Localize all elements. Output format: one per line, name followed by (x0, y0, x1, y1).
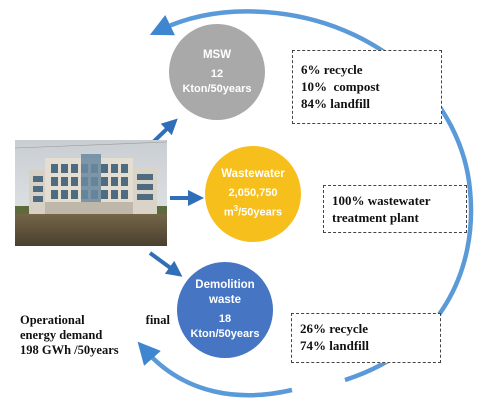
wastewater-treatment-2: treatment plant (332, 210, 419, 225)
msw-landfill: 84% landfill (301, 96, 370, 111)
msw-recycle: 6% recycle (301, 62, 363, 77)
energy-line-1: Operational final (20, 313, 170, 327)
msw-compost: 10% compost (301, 79, 380, 94)
arrow-to-demolition (148, 251, 183, 277)
msw-unit: Kton/50years (182, 82, 252, 95)
wastewater-amount: 2,050,750 (228, 187, 278, 200)
demolition-landfill: 74% landfill (300, 338, 369, 353)
demolition-amount: 18 (218, 313, 232, 325)
wastewater-node: Wastewater 2,050,750 m3/50years (205, 146, 301, 242)
demolition-recycle: 26% recycle (300, 321, 368, 336)
demolition-node: Demolition waste 18 Kton/50years (177, 262, 273, 358)
energy-demand-label: Operational final energy demand 198 GWh … (20, 313, 170, 358)
msw-breakdown-box: 6% recycle 10% compost 84% landfill (292, 50, 442, 124)
msw-node: MSW 12 Kton/50years (169, 24, 265, 120)
cycle-arrow-bottom (137, 341, 293, 398)
msw-title: MSW (202, 48, 232, 61)
demolition-breakdown-box: 26% recycle 74% landfill (291, 313, 441, 363)
msw-amount: 12 (210, 67, 224, 80)
wastewater-breakdown-box: 100% wastewater treatment plant (323, 185, 467, 233)
office-building-photo (15, 140, 167, 246)
wastewater-unit: m3/50years (223, 204, 283, 219)
demolition-title-2: waste (209, 294, 241, 306)
wastewater-title: Wastewater (221, 168, 285, 181)
demolition-unit: Kton/50years (190, 328, 260, 340)
demolition-title-1: Demolition (195, 279, 255, 291)
energy-line-2: energy demand (20, 328, 103, 342)
energy-line-3: 198 GWh /50years (20, 343, 119, 357)
wastewater-treatment-1: 100% wastewater (332, 193, 431, 208)
